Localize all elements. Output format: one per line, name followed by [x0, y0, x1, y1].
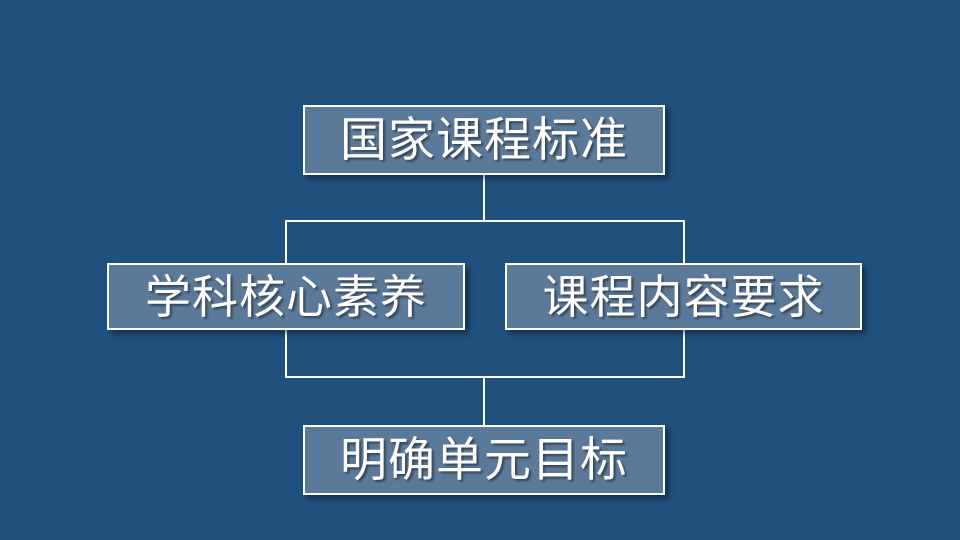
node-course-content-requirement[interactable]: 课程内容要求	[505, 263, 862, 330]
node-label: 国家课程标准	[340, 112, 628, 168]
node-label: 明确单元目标	[340, 432, 628, 488]
node-subject-core-competency[interactable]: 学科核心素养	[107, 263, 465, 330]
connector-top-left-drop	[285, 220, 287, 265]
node-define-unit-objective[interactable]: 明确单元目标	[303, 425, 665, 495]
connector-top-stem	[483, 175, 485, 222]
connector-bottom-horizontal	[285, 376, 685, 378]
node-national-curriculum-standard[interactable]: 国家课程标准	[303, 105, 665, 175]
connector-bottom-left-drop	[285, 328, 287, 378]
connector-top-horizontal	[285, 220, 685, 222]
connector-top-right-drop	[683, 220, 685, 265]
connector-bottom-stem	[483, 376, 485, 426]
node-label: 学科核心素养	[145, 269, 427, 324]
connector-bottom-right-drop	[683, 328, 685, 378]
node-label: 课程内容要求	[542, 269, 825, 324]
